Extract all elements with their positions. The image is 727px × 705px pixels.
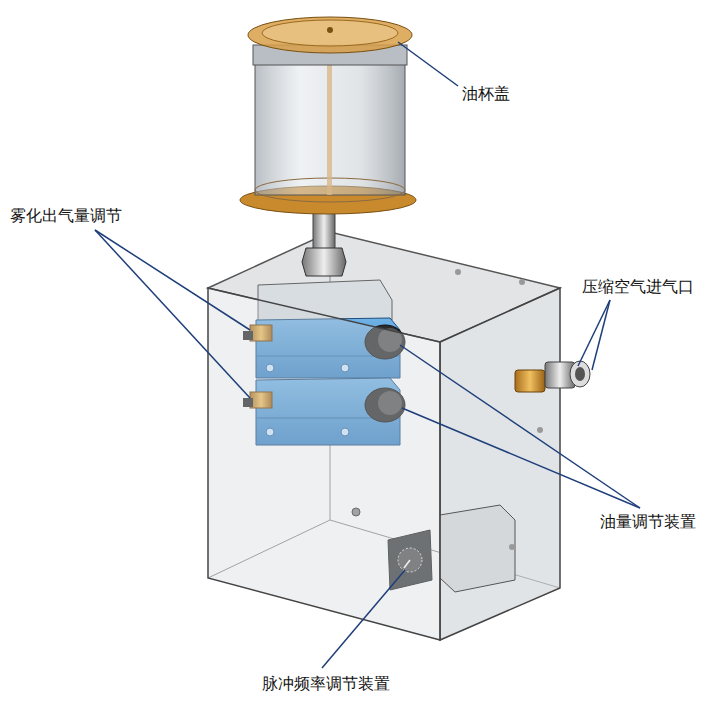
leader-lines	[95, 42, 640, 668]
screw-hole	[519, 279, 525, 285]
screw-hole	[537, 427, 543, 433]
part-label: 油量调节装置	[600, 512, 696, 531]
part-label: 压缩空气进气口	[582, 277, 694, 296]
box-front	[208, 288, 440, 640]
screw-hole	[455, 269, 461, 275]
cup-tube	[327, 45, 332, 195]
relay-cube	[440, 505, 515, 592]
leader-line	[578, 300, 610, 366]
box-side	[440, 288, 560, 640]
cup-lid	[248, 17, 412, 53]
part-label: 雾化出气量调节	[10, 206, 122, 225]
inlet-fitting	[515, 370, 545, 392]
cup-lid-inner	[262, 20, 398, 46]
leader-line	[95, 230, 250, 398]
inlet-port	[570, 361, 590, 387]
leader-line	[402, 408, 640, 508]
leader-line	[398, 42, 458, 86]
part-label: 脉冲频率调节装置	[262, 674, 390, 693]
hex-nut	[302, 248, 346, 276]
screw-hole	[509, 544, 515, 550]
leader-line	[400, 345, 640, 508]
leader-line	[592, 300, 610, 370]
inlet-hole	[575, 367, 585, 381]
lid-knob	[327, 27, 333, 33]
part-label: 油杯盖	[462, 84, 510, 103]
leader-line	[322, 570, 405, 668]
